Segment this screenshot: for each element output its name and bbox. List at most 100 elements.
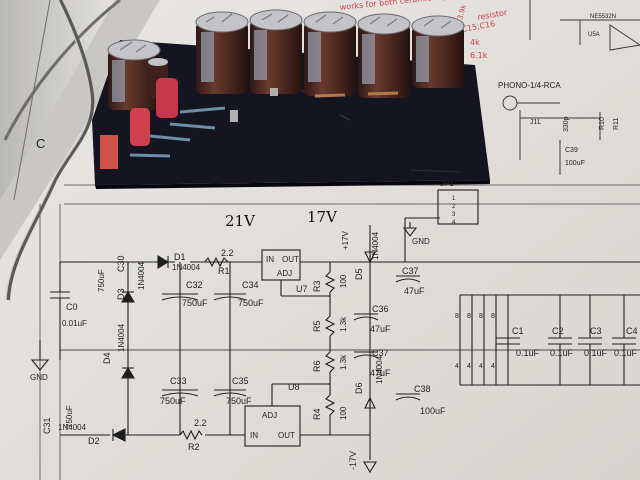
c4-ref: C4 (626, 326, 638, 336)
pin-8-b: 8 (467, 313, 471, 320)
u8-out: OUT (278, 431, 295, 440)
r2-ref: R2 (188, 442, 200, 452)
c34-ref: C34 (242, 280, 259, 290)
u8-in: IN (250, 431, 258, 440)
part-labels: D1 1N4004 2.2 R1 IN OUT ADJ U7 R3 100 R5… (30, 179, 638, 470)
c30-value: 750uF (97, 269, 106, 292)
plus17v: +17V (341, 230, 350, 250)
capacitor-5 (411, 15, 465, 88)
u7-adj: ADJ (277, 269, 292, 278)
d3-ref: D3 (116, 288, 126, 300)
small-components (100, 78, 399, 169)
pin-4-d: 4 (491, 363, 495, 370)
c0-value: 0.01uF (62, 319, 87, 328)
r2-value: 2.2 (194, 418, 207, 428)
r4-ref: R4 (312, 408, 322, 420)
red-note-4: 4k (470, 38, 480, 47)
c2-value: 0.1uF (550, 348, 574, 358)
pin-8-c: 8 (479, 313, 483, 320)
d3-part: 1N4004 (137, 261, 146, 290)
capacitor-2 (249, 9, 303, 94)
pin-4-a: 4 (455, 363, 459, 370)
r6-value: 1.3k (339, 354, 348, 370)
r1-ref: R1 (218, 266, 230, 276)
c33-ref: C33 (170, 376, 187, 386)
phono-label: PHONO-1/4-RCA (498, 81, 561, 90)
jp1-pin-2: 2 (452, 204, 456, 210)
capacitor-1 (195, 11, 249, 94)
r4-value: 100 (339, 406, 348, 420)
c0-ref: C0 (66, 302, 78, 312)
d5-ref: D5 (354, 268, 364, 280)
c1-ref: C1 (512, 326, 524, 336)
c10-value: 100uF (565, 160, 585, 167)
d1-part: 1N4004 (172, 263, 201, 272)
c39-value: 100uF (420, 406, 446, 416)
r10-label: R10 (599, 117, 606, 130)
border-letter: C (36, 136, 45, 151)
c33-value: 750uF (160, 396, 186, 406)
d4-part: 1N4004 (117, 323, 126, 352)
c32-value: 750uF (182, 298, 208, 308)
c38-ref: C37 (402, 266, 419, 276)
jack-label: J1L (530, 119, 541, 126)
d6-ref: D6 (354, 382, 364, 394)
jp1-pin-3: 3 (452, 212, 456, 218)
d6-part: 1N4004 (375, 355, 384, 384)
pin-8-a: 8 (455, 313, 459, 320)
red-note-5: 3.9k (456, 3, 468, 21)
c35-value: 750uF (226, 396, 252, 406)
c31-ref: C31 (42, 417, 52, 434)
red-note-6: 6.1k (470, 51, 488, 60)
pin-8-d: 8 (491, 313, 495, 320)
capacitor-4 (357, 13, 411, 98)
r5-ref: R5 (312, 320, 322, 332)
d2-ref: D2 (88, 436, 100, 446)
d2-part: 1N4004 (58, 423, 87, 432)
c31-value: 750uF (65, 405, 74, 428)
c38-value: 47uF (404, 286, 425, 296)
minus17v: -17V (348, 451, 358, 470)
c36-value: 47uF (370, 324, 391, 334)
c3-value: 0.1uF (584, 348, 608, 358)
c39-ref: C38 (414, 384, 431, 394)
d5-part: 1N4004 (371, 231, 380, 260)
binder-wire (6, 0, 95, 301)
r6-ref: R6 (312, 360, 322, 372)
ne5532-label: NE5532N (590, 14, 616, 20)
handwritten-21v: 21V (225, 212, 256, 230)
jp1-pin-1: 1 (452, 196, 456, 202)
capacitor-6 (107, 39, 161, 110)
c34-value: 750uF (238, 298, 264, 308)
c37-value: 47uF (370, 368, 391, 378)
c37-ref: C37 (372, 348, 389, 358)
r1-value: 2.2 (221, 248, 234, 258)
phono-stage-fragment (502, 0, 640, 175)
u7-ref: U7 (296, 284, 308, 294)
c32-ref: C32 (186, 280, 203, 290)
u8-adj: ADJ (262, 411, 277, 420)
u5a-label: U5A (588, 32, 600, 38)
c11-value: 330p (563, 116, 570, 132)
c10-ref: C39 (565, 147, 578, 154)
c3-ref: C3 (590, 326, 602, 336)
c1-value: 0.1uF (516, 348, 540, 358)
u7-in: IN (266, 255, 274, 264)
pin-4-c: 4 (479, 363, 483, 370)
jp1-ref: JP1 (440, 179, 454, 188)
r3-ref: R3 (312, 280, 322, 292)
power-supply-schematic (30, 189, 640, 474)
handwritten-17v: 17V (307, 208, 338, 226)
pin-4-b: 4 (467, 363, 471, 370)
c36-ref: C36 (372, 304, 389, 314)
r3-value: 100 (339, 274, 348, 288)
d4-ref: D4 (102, 352, 112, 364)
c4-value: 0.1uF (614, 348, 638, 358)
c2-ref: C2 (552, 326, 564, 336)
d1-ref: D1 (174, 252, 186, 262)
gnd-left: GND (30, 373, 48, 382)
r5-value: 1.3k (339, 316, 348, 332)
r11-label: R11 (613, 118, 620, 130)
jp1-pin-4: 4 (452, 220, 456, 226)
u8-ref: U8 (288, 382, 300, 392)
